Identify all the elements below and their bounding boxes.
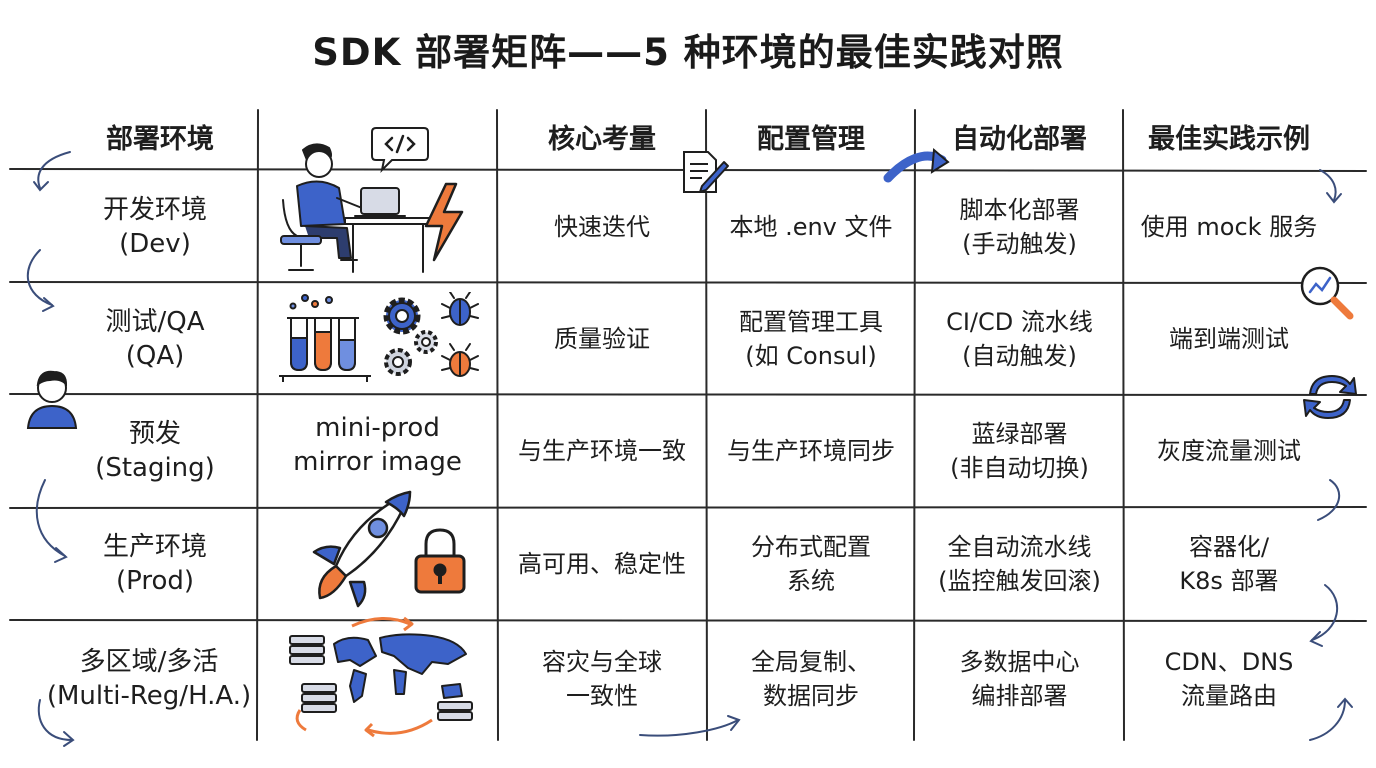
example-note: K8s 部署	[1179, 566, 1279, 595]
example-text: 端到端测试	[1169, 324, 1289, 353]
config-text: 配置管理工具	[739, 307, 883, 336]
env-code: (Prod)	[115, 565, 195, 596]
refresh-cycle-icon	[1303, 375, 1357, 419]
page-title: SDK 部署矩阵——5 种环境的最佳实践对照	[312, 31, 1064, 74]
magnifier-chart-icon	[1300, 266, 1354, 320]
config-note: 数据同步	[763, 681, 859, 710]
example-text: 灰度流量测试	[1157, 437, 1301, 465]
row-staging-env: 预发 (Staging)	[60, 395, 250, 507]
env-code: (Staging)	[95, 453, 215, 483]
row-prod-config: 分布式配置 系统	[707, 507, 915, 620]
example-text: 使用 mock 服务	[1140, 212, 1318, 241]
row-multi-automation: 多数据中心 编排部署	[915, 621, 1124, 736]
core-text: 快速迭代	[554, 212, 650, 241]
bugs-icon	[441, 292, 479, 377]
automation-note: (手动触发)	[962, 229, 1077, 258]
gears-icon	[383, 297, 438, 376]
header-core: 核心考量	[548, 124, 656, 155]
automation-note: (监控触发回滚)	[938, 566, 1101, 595]
visual-caption-line: mini-prod	[315, 413, 440, 443]
automation-text: CI/CD 流水线	[946, 307, 1093, 336]
visual-caption-line: mirror image	[293, 447, 462, 477]
config-text: 分布式配置	[751, 532, 871, 561]
row-multi-env: 多区域/多活 (Multi-Reg/H.A.)	[40, 621, 258, 736]
document-pen-icon	[683, 151, 729, 193]
person-avatar-icon	[26, 370, 78, 429]
config-note: (如 Consul)	[745, 341, 877, 370]
config-text: 本地 .env 文件	[729, 212, 893, 241]
header-env: 部署环境	[106, 124, 214, 155]
automation-note: 编排部署	[971, 681, 1068, 710]
core-text: 质量验证	[554, 324, 650, 353]
row-prod-automation: 全自动流水线 (监控触发回滚)	[915, 507, 1124, 620]
example-note: 流量路由	[1181, 681, 1277, 710]
env-code: (QA)	[125, 340, 185, 371]
core-note: 一致性	[566, 681, 638, 710]
row-multi-core: 容灾与全球 一致性	[497, 621, 707, 736]
row-staging-visual-caption: mini-prod mirror image	[258, 395, 497, 495]
automation-text: 多数据中心	[959, 647, 1080, 676]
env-name: 测试/QA	[105, 306, 205, 337]
env-name: 预发	[128, 419, 181, 449]
row-qa-example: 端到端测试	[1124, 283, 1334, 394]
core-text: 与生产环境一致	[518, 437, 686, 465]
automation-note: (非自动切换)	[950, 454, 1089, 482]
header-config: 配置管理	[757, 124, 865, 155]
row-staging-core: 与生产环境一致	[497, 395, 707, 507]
core-text: 容灾与全球	[542, 647, 662, 676]
row-qa-env: 测试/QA (QA)	[60, 283, 250, 394]
padlock-icon	[414, 528, 466, 594]
header-example: 最佳实践示例	[1148, 124, 1310, 155]
rocket-icon	[312, 490, 412, 608]
row-prod-core: 高可用、稳定性	[497, 507, 707, 620]
row-staging-config: 与生产环境同步	[707, 395, 915, 507]
automation-text: 蓝绿部署	[971, 420, 1068, 448]
row-dev-config: 本地 .env 文件	[707, 171, 915, 282]
example-text: 容器化/	[1188, 532, 1270, 561]
row-staging-automation: 蓝绿部署 (非自动切换)	[915, 395, 1124, 507]
row-dev-env: 开发环境 (Dev)	[60, 171, 250, 282]
config-note: 系统	[787, 566, 835, 595]
row-qa-automation: CI/CD 流水线 (自动触发)	[915, 283, 1124, 394]
env-code: (Dev)	[119, 228, 191, 259]
automation-note: (自动触发)	[962, 341, 1077, 370]
automation-text: 脚本化部署	[959, 195, 1080, 224]
row-multi-example: CDN、DNS 流量路由	[1124, 621, 1334, 736]
row-dev-example: 使用 mock 服务	[1124, 171, 1334, 282]
env-code: (Multi-Reg/H.A.)	[46, 680, 252, 711]
config-text: 全局复制、	[751, 647, 871, 676]
world-map-servers-icon	[289, 616, 473, 738]
row-multi-config: 全局复制、 数据同步	[707, 621, 915, 736]
env-name: 开发环境	[102, 194, 207, 225]
config-text: 与生产环境同步	[727, 437, 895, 465]
test-tubes-icon	[279, 294, 371, 382]
developer-at-laptop-icon	[280, 143, 430, 273]
row-dev-automation: 脚本化部署 (手动触发)	[915, 171, 1124, 282]
row-qa-core: 质量验证	[497, 283, 707, 394]
header-automation: 自动化部署	[952, 124, 1087, 155]
lightning-icon	[424, 182, 464, 262]
env-name: 生产环境	[102, 531, 207, 562]
row-qa-config: 配置管理工具 (如 Consul)	[707, 283, 915, 394]
env-name: 多区域/多活	[79, 646, 219, 677]
core-text: 高可用、稳定性	[518, 549, 686, 578]
automation-text: 全自动流水线	[947, 532, 1092, 561]
example-text: CDN、DNS	[1164, 647, 1294, 676]
row-prod-example: 容器化/ K8s 部署	[1124, 507, 1334, 620]
row-staging-example: 灰度流量测试	[1124, 395, 1334, 507]
row-prod-env: 生产环境 (Prod)	[60, 507, 250, 620]
code-bubble-icon	[371, 127, 429, 174]
row-dev-core: 快速迭代	[497, 171, 707, 282]
